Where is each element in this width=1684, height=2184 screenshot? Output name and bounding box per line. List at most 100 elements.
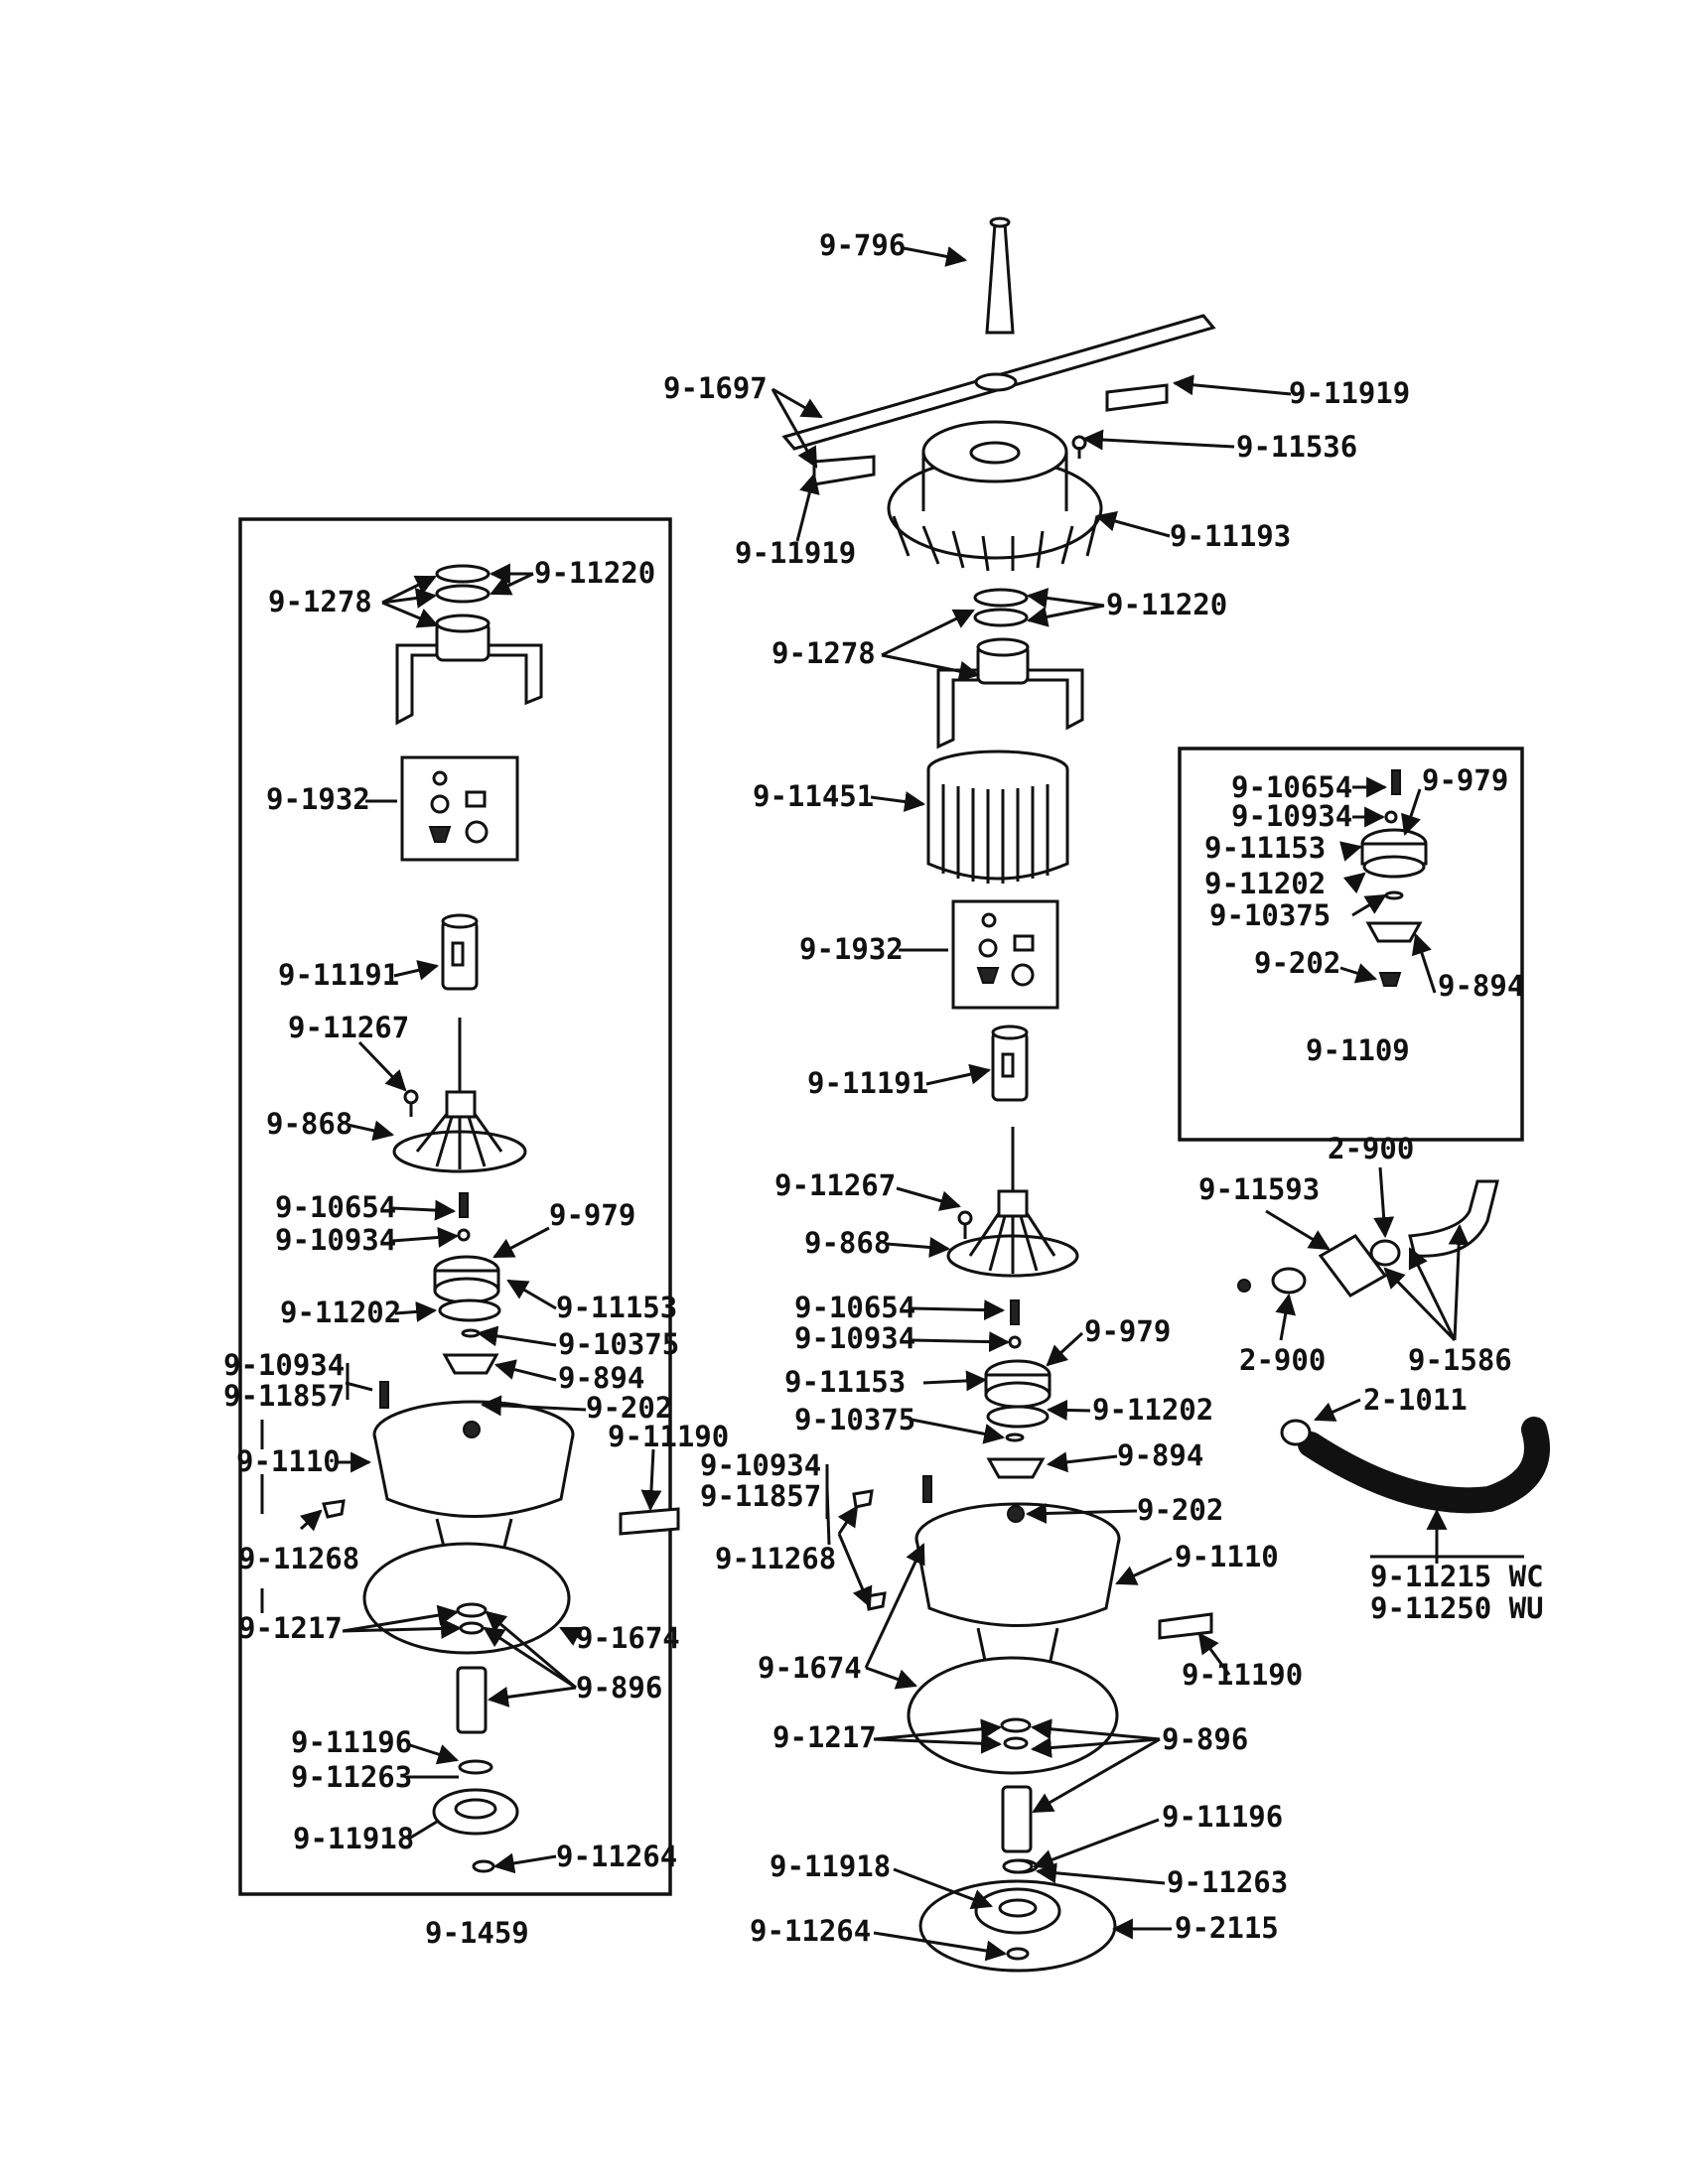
center-hub	[991, 1024, 1029, 1102]
callout: 9-894	[1438, 969, 1524, 1003]
center-pump-stack	[984, 1359, 1052, 1479]
leader-lines	[260, 246, 1524, 1962]
callout: 9-11190	[1182, 1658, 1303, 1692]
callout: 9-202	[1137, 1493, 1223, 1527]
callout: 9-11202	[280, 1296, 401, 1329]
center-gasket	[907, 1656, 1119, 1775]
left-seal-rings	[435, 564, 491, 604]
callout: 9-896	[1162, 1722, 1248, 1756]
callout: 9-10375	[558, 1327, 679, 1361]
callout: 9-894	[558, 1361, 644, 1395]
left-clip-11190	[619, 1507, 680, 1536]
callout: 9-11193	[1170, 519, 1291, 553]
left-screw-11267	[403, 1089, 419, 1117]
callout: 9-11196	[291, 1725, 412, 1759]
callout: 9-1278	[772, 636, 876, 670]
callout: 9-11202	[1092, 1393, 1213, 1427]
callout: 9-11191	[807, 1066, 928, 1100]
callout: 9-10654	[794, 1291, 915, 1324]
left-coupling	[456, 1602, 493, 1775]
center-screw-11536	[1071, 435, 1087, 459]
callout: 9-868	[804, 1226, 891, 1260]
center-seal-rings	[973, 588, 1029, 627]
callout: 9-896	[576, 1671, 662, 1705]
left-gasket	[362, 1542, 571, 1655]
callout: 9-11267	[288, 1011, 409, 1044]
callout: 9-1586	[1408, 1343, 1512, 1377]
callout: 9-11220	[534, 556, 655, 590]
assembly-caption-inset: 9-1109	[1306, 1033, 1410, 1067]
callout: 2-900	[1328, 1132, 1414, 1165]
callout: 9-10934	[700, 1448, 821, 1482]
callout: 9-796	[819, 228, 906, 262]
callout: 9-1932	[799, 932, 904, 966]
center-bolt-10654	[1008, 1299, 1022, 1349]
callout: 9-11202	[1204, 867, 1326, 900]
drain-hose	[1280, 1417, 1550, 1514]
callout: 9-979	[1084, 1314, 1171, 1348]
callout: 9-1110	[236, 1444, 341, 1478]
callout: 9-11857	[223, 1379, 345, 1413]
left-assembly-frame	[238, 517, 672, 1896]
callout: 9-11220	[1106, 588, 1227, 621]
callout: 9-11857	[700, 1479, 821, 1513]
callout: 9-1217	[238, 1611, 343, 1645]
callout: 9-11536	[1236, 430, 1357, 464]
left-bolt-10654	[457, 1192, 471, 1242]
center-bracket	[936, 637, 1084, 750]
callout: 9-10654	[275, 1190, 396, 1224]
callout: 9-11153	[784, 1365, 906, 1399]
callout: 9-10375	[794, 1403, 915, 1436]
left-pulley	[432, 1788, 519, 1873]
callout: 2-900	[1239, 1343, 1326, 1377]
callout: 9-202	[1254, 946, 1340, 980]
callout: 9-10934	[275, 1223, 396, 1257]
callout: 9-1278	[268, 585, 372, 618]
hose-assembly	[1237, 1179, 1499, 1297]
center-spider	[946, 1127, 1079, 1278]
callout: 9-10375	[1209, 898, 1331, 932]
callout: 9-1932	[266, 782, 370, 816]
left-clip-11268	[322, 1499, 346, 1519]
center-kit-box	[951, 899, 1059, 1010]
callout: 9-11918	[293, 1822, 414, 1855]
callout: 9-2115	[1175, 1911, 1279, 1945]
left-bolt-10934	[379, 1381, 389, 1409]
callout: 9-11263	[1167, 1865, 1288, 1899]
callout: 9-11268	[238, 1542, 359, 1575]
center-impeller-cover	[887, 420, 1103, 572]
callout: 9-11215 WC	[1370, 1560, 1544, 1593]
callout: 9-11267	[774, 1168, 896, 1202]
callout: 9-11250 WU	[1370, 1591, 1544, 1625]
callout: 9-11153	[1204, 831, 1326, 865]
callout: 9-868	[266, 1107, 352, 1141]
callout: 9-11919	[1289, 376, 1410, 410]
left-hub	[441, 913, 479, 991]
callout: 9-11264	[750, 1914, 871, 1948]
callout: 9-1674	[576, 1621, 680, 1655]
callout: 9-10934	[1231, 799, 1352, 833]
center-spray-tube	[985, 216, 1015, 335]
callout: 9-202	[586, 1391, 672, 1425]
center-spray-arm	[781, 314, 1216, 451]
callout: 9-11190	[608, 1420, 729, 1453]
callout: 9-11451	[753, 779, 874, 813]
center-clips-11268	[852, 1489, 887, 1611]
center-clip-11190	[1158, 1612, 1213, 1640]
callout: 9-11919	[735, 536, 856, 570]
callout: 9-11593	[1198, 1172, 1320, 1206]
callout: 9-979	[1422, 763, 1508, 797]
callout: 9-11268	[715, 1542, 836, 1575]
center-screw-11267	[957, 1210, 973, 1239]
callout: 9-11191	[278, 958, 399, 992]
callout: 9-11264	[556, 1840, 677, 1873]
center-bolt-10934	[922, 1475, 932, 1503]
left-kit-box	[400, 755, 519, 862]
center-arm-brackets	[812, 383, 1169, 486]
inset-parts	[1360, 769, 1428, 987]
callout-labels: 9-796 9-1697 9-11919 9-11536 9-11919 9-1…	[223, 228, 1544, 1950]
assembly-caption-left: 9-1459	[425, 1916, 529, 1950]
callout: 9-1110	[1175, 1540, 1279, 1573]
center-filter-screen	[926, 750, 1069, 884]
